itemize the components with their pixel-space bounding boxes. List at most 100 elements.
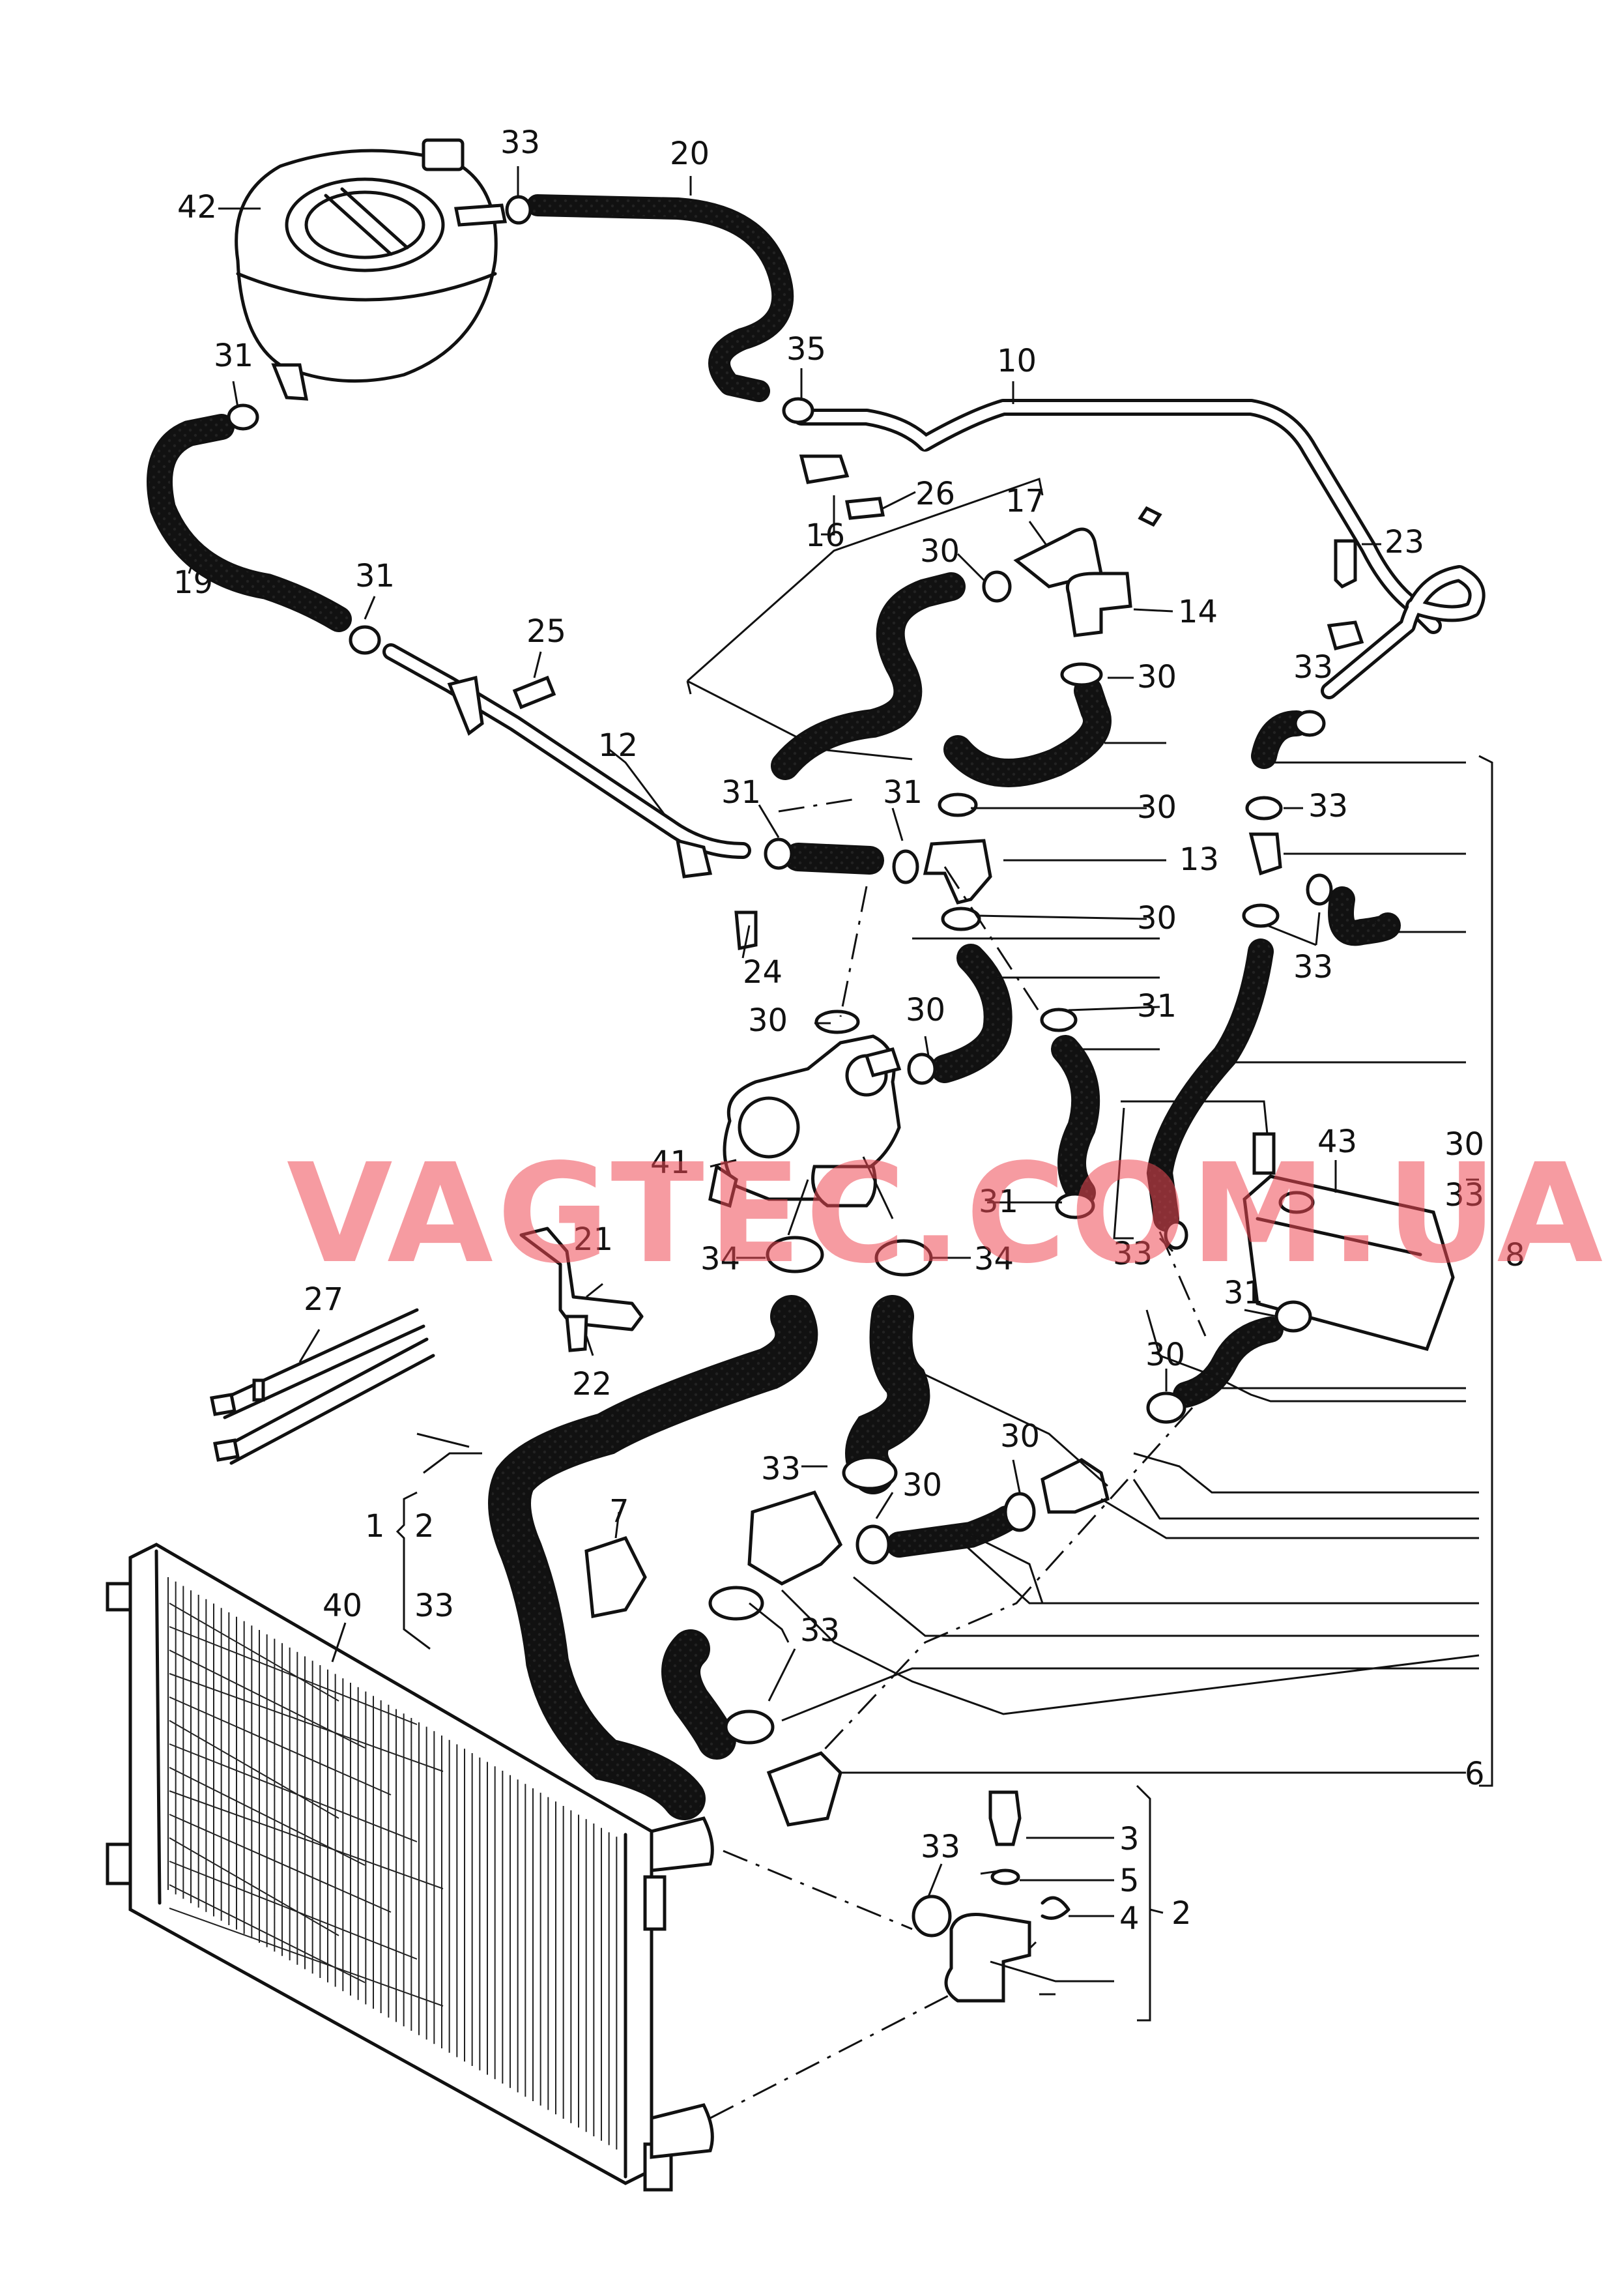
hose-clamps [227,195,1333,1938]
callout-24: 24 [743,954,783,991]
bolt-26 [845,497,885,520]
callout-30: 30 [1145,1337,1185,1373]
callouts: 42 33 20 31 35 10 26 16 17 19 31 30 23 1… [173,124,1525,1937]
callout-31: 31 [721,774,761,811]
clamp-33d2 [1242,903,1280,928]
callout-8: 8 [1505,1237,1525,1273]
clamp-30f [907,1053,937,1085]
clamp-33j [912,1895,952,1938]
radiator-fins [167,1577,618,2150]
callout-31: 31 [1137,988,1177,1024]
clamp-31b [349,625,381,655]
clamp-30c [938,792,978,817]
clamp-30b [1060,662,1103,687]
callout-30: 30 [1444,1126,1484,1163]
temperature-sensor-assembly [944,1790,1070,2003]
hose-group-13 [771,527,1132,1207]
expansion-tank [235,138,508,401]
callout-34: 34 [974,1241,1014,1277]
callout-33: 33 [414,1588,454,1624]
callout-2: 2 [1171,1895,1192,1932]
callout-30: 30 [1137,900,1177,937]
callout-30: 30 [1137,659,1177,695]
watermark-text: VAGTEC.COM.UA [287,1134,1607,1294]
clamp-33d1 [1306,873,1333,906]
callout-31: 31 [1224,1275,1263,1311]
callout-20: 20 [670,136,710,172]
callout-7: 7 [609,1493,629,1530]
clamp-31d [892,849,919,884]
callout-30: 30 [902,1467,942,1504]
radiator [106,1543,714,2192]
clamp-33c [1245,796,1283,821]
callout-25: 25 [526,613,566,650]
leader-lines [188,166,1493,2022]
callout-33: 33 [761,1451,801,1487]
clamp-31a [227,403,259,431]
callout-33: 33 [1113,1236,1153,1272]
callout-33: 33 [921,1829,960,1865]
clamp-34b [874,1239,933,1277]
callout-31: 31 [214,338,253,374]
callout-31: 31 [883,774,923,811]
bolt-24 [734,910,758,950]
callout-23: 23 [1385,524,1424,560]
clamp-33i2 [724,1709,775,1745]
cable-ties [210,1308,435,1465]
callout-14: 14 [1178,594,1218,630]
clamp-30h [1146,1391,1186,1424]
callout-33: 33 [1444,1177,1484,1213]
clamp-33b [1293,710,1326,737]
clamp-33a [505,195,532,225]
callout-1: 1 [365,1508,385,1545]
clamp-33g [842,1455,898,1490]
pipe-12 [382,643,751,879]
callout-33: 33 [1293,649,1333,686]
bolt-25 [512,675,556,710]
callout-10: 10 [997,343,1037,379]
callout-16: 16 [805,517,845,554]
callout-27: 27 [304,1281,343,1318]
callout-19: 19 [173,564,213,601]
clamp-31c [764,837,794,870]
callout-5: 5 [1119,1863,1140,1899]
clamp-31f [1055,1192,1095,1219]
callout-2: 2 [414,1508,435,1545]
clamp-30e [814,1010,860,1034]
bolt-22 [565,1315,588,1352]
callout-21: 21 [573,1221,613,1258]
bolt-23 [1334,539,1357,589]
bolts [512,497,1357,1352]
callout-34: 34 [700,1241,740,1277]
clamp-33f [1164,1220,1188,1250]
callout-4: 4 [1119,1900,1140,1937]
callout-35: 35 [786,331,826,368]
hose-group-center [584,1295,1110,1827]
clamp-31g [1274,1300,1312,1333]
callout-33: 33 [1308,788,1348,824]
clamp-33i1 [708,1586,764,1621]
clamp-30a [982,570,1012,603]
callout-30: 30 [748,1002,788,1039]
callout-31: 31 [979,1184,1018,1220]
water-pump-housing [708,1034,902,1208]
clamp-30i [1003,1492,1036,1532]
callout-33: 33 [1293,949,1333,985]
callout-17: 17 [1005,483,1045,519]
callout-30: 30 [1137,789,1177,826]
callout-22: 22 [572,1366,612,1402]
callout-33: 33 [500,124,540,161]
callout-43: 43 [1317,1124,1357,1160]
clamp-31e [1040,1008,1078,1032]
callout-30: 30 [920,533,960,570]
callout-12: 12 [598,727,638,764]
callout-42: 42 [177,189,217,225]
callout-33: 33 [800,1612,840,1649]
callout-3: 3 [1119,1821,1140,1857]
bracket-21 [519,1227,644,1331]
clamp-34a [766,1236,824,1273]
callout-6: 6 [1465,1756,1485,1792]
callout-40: 40 [323,1588,362,1624]
dash-dot-lines [710,797,1207,2119]
